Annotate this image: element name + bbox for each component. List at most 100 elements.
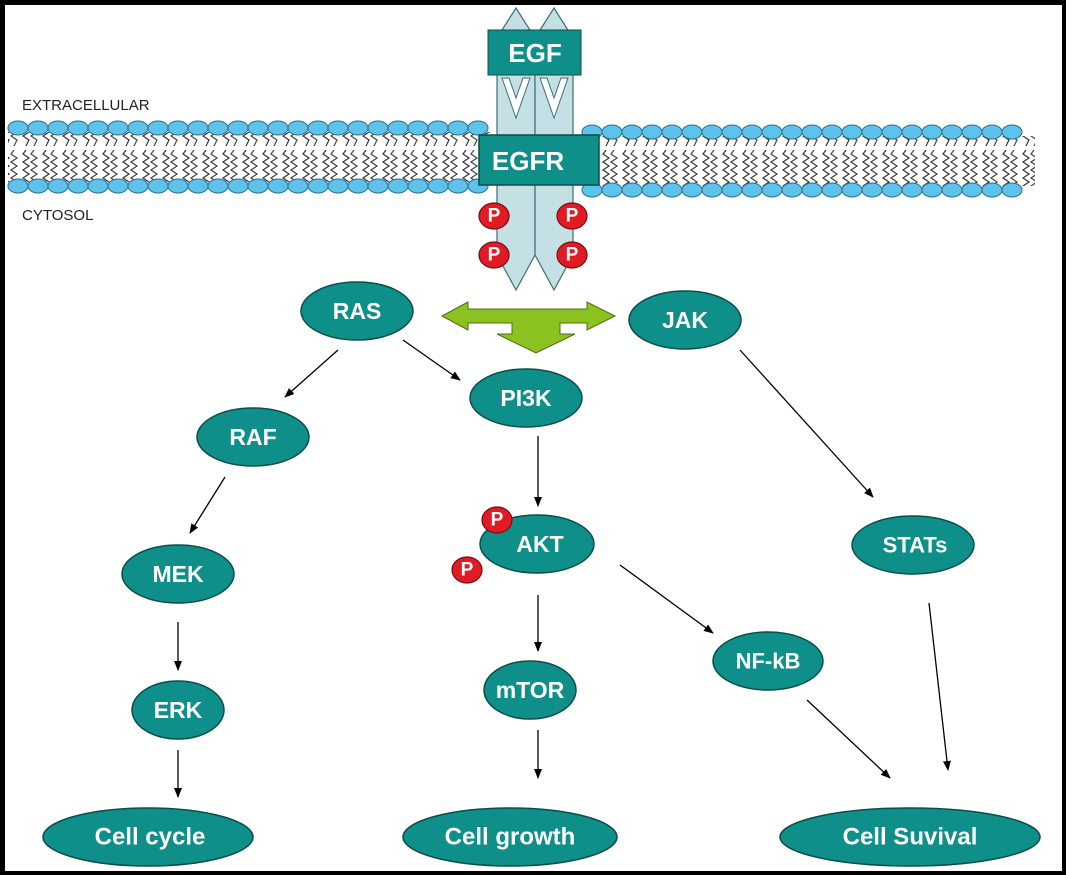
outcome-cell-growth[interactable]: Cell growth (402, 807, 618, 867)
lipid-head (167, 178, 189, 194)
svg-text:P: P (491, 510, 504, 531)
lipid-head (841, 124, 863, 140)
lipid-head (467, 120, 489, 136)
lipid-head (601, 182, 623, 198)
lipid-head (1001, 182, 1023, 198)
svg-text:ERK: ERK (154, 697, 203, 723)
extracellular-label: EXTRACELLULAR (22, 97, 150, 114)
lipid-head (427, 178, 449, 194)
pathway-arrows (174, 339, 951, 798)
phosphate-icon: P (451, 556, 483, 584)
lipid-head (921, 182, 943, 198)
lipid-head (661, 124, 683, 140)
lipid-head (901, 124, 923, 140)
outcome-cell-cycle[interactable]: Cell cycle (42, 807, 254, 867)
lipid-head (247, 120, 269, 136)
arrow-raf-mek (189, 476, 226, 534)
arrow-nfkb-cellsurvival (806, 699, 891, 779)
node-ras[interactable]: RAS (300, 281, 414, 341)
lipid-head (781, 182, 803, 198)
svg-text:STATs: STATs (883, 533, 948, 558)
svg-text:Cell cycle: Cell cycle (95, 824, 206, 851)
node-erk[interactable]: ERK (131, 680, 225, 740)
lipid-head (87, 120, 109, 136)
lipid-head (681, 182, 703, 198)
ligand-binding-chevron-right (539, 77, 569, 120)
lipid-head (427, 120, 449, 136)
lipid-head (721, 182, 743, 198)
svg-text:P: P (488, 245, 501, 266)
lipid-head (87, 178, 109, 194)
node-nfkb[interactable]: NF-kB (712, 631, 824, 691)
lipid-heads (7, 120, 1023, 198)
lipid-head (207, 120, 229, 136)
svg-text:PI3K: PI3K (500, 385, 552, 411)
lipid-head (207, 178, 229, 194)
lipid-head (187, 178, 209, 194)
svg-text:RAS: RAS (333, 298, 382, 324)
lipid-head (127, 178, 149, 194)
lipid-head (327, 178, 349, 194)
node-mtor[interactable]: mTOR (483, 660, 577, 720)
lipid-head (721, 124, 743, 140)
lipid-head (47, 178, 69, 194)
egfr-label: EGFR (492, 146, 564, 176)
phosphate-icon: P (556, 241, 588, 269)
lipid-head (267, 178, 289, 194)
node-stats[interactable]: STATs (851, 515, 975, 575)
lipid-head (227, 178, 249, 194)
lipid-head (881, 124, 903, 140)
lipid-head (407, 178, 429, 194)
lipid-head (27, 120, 49, 136)
node-jak[interactable]: JAK (628, 290, 742, 350)
lipid-head (961, 182, 983, 198)
node-pi3k[interactable]: PI3K (469, 368, 583, 428)
phosphate-group: P P P P (478, 202, 588, 269)
lipid-head (981, 124, 1003, 140)
lipid-head (921, 124, 943, 140)
lipid-head (861, 124, 883, 140)
lipid-head (621, 124, 643, 140)
lipid-head (641, 182, 663, 198)
lipid-head (307, 120, 329, 136)
node-akt[interactable]: AKT (479, 514, 595, 574)
lipid-head (347, 120, 369, 136)
lipid-head (941, 124, 963, 140)
svg-text:Cell growth: Cell growth (445, 824, 576, 851)
node-mek[interactable]: MEK (121, 544, 235, 604)
lipid-head (347, 178, 369, 194)
lipid-head (47, 120, 69, 136)
outcome-cell-survival[interactable]: Cell Suvival (779, 807, 1041, 867)
svg-text:Cell Suvival: Cell Suvival (843, 824, 978, 851)
lipid-head (147, 178, 169, 194)
egf-ligand-box: EGF (487, 29, 582, 76)
lipid-head (227, 120, 249, 136)
lipid-head (781, 124, 803, 140)
lipid-head (701, 182, 723, 198)
lipid-head (801, 124, 823, 140)
node-raf[interactable]: RAF (196, 407, 310, 467)
lipid-head (67, 120, 89, 136)
lipid-head (127, 120, 149, 136)
lipid-head (941, 182, 963, 198)
egfr-receptor-box: EGFR (478, 134, 600, 186)
lipid-head (367, 120, 389, 136)
lipid-head (7, 178, 29, 194)
lipid-head (327, 120, 349, 136)
arrow-akt-nfkb (619, 564, 714, 634)
lipid-head (7, 120, 29, 136)
lipid-head (167, 120, 189, 136)
lipid-head (267, 120, 289, 136)
svg-text:P: P (566, 245, 579, 266)
lipid-head (247, 178, 269, 194)
lipid-head (1001, 124, 1023, 140)
lipid-head (861, 182, 883, 198)
ligand-binding-chevron-left (501, 77, 531, 120)
lipid-head (367, 178, 389, 194)
lipid-head (387, 120, 409, 136)
lipid-head (107, 178, 129, 194)
phosphate-icon: P (481, 506, 513, 534)
lipid-head (641, 124, 663, 140)
svg-text:AKT: AKT (516, 531, 563, 557)
